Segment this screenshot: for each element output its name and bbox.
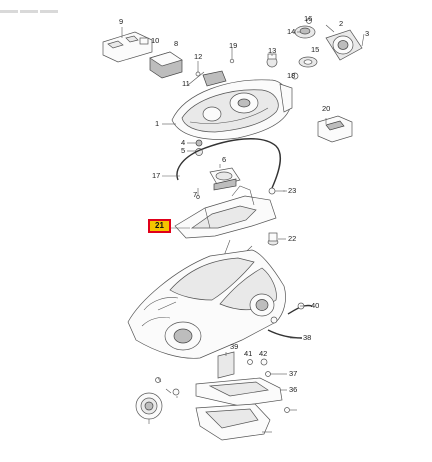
callout-10[interactable]: 10 xyxy=(151,36,160,45)
part-22-grommet xyxy=(267,232,279,246)
part-33-bracket xyxy=(217,351,235,379)
callout-11[interactable]: 11 xyxy=(182,79,190,88)
callout-9[interactable]: 9 xyxy=(119,17,124,26)
callout-16[interactable]: 16 xyxy=(304,14,313,23)
callout-31[interactable]: 37 xyxy=(289,369,298,378)
leader-lines-lower xyxy=(148,305,306,433)
part-17-seal xyxy=(176,138,282,189)
callout-15[interactable]: 15 xyxy=(311,45,320,54)
part-20-kit xyxy=(317,115,353,143)
vehicle-outline xyxy=(127,249,286,359)
tab-strip xyxy=(0,0,60,13)
callout-12[interactable]: 12 xyxy=(194,52,203,61)
callout-8[interactable]: 8 xyxy=(174,39,179,48)
callout-7[interactable]: 7 xyxy=(193,190,198,199)
callout-4[interactable]: 4 xyxy=(181,138,186,147)
callout-22[interactable]: 22 xyxy=(288,234,297,243)
callout-5[interactable]: 5 xyxy=(181,146,186,155)
callout-34[interactable]: 40 xyxy=(311,301,320,310)
callout-14[interactable]: 14 xyxy=(287,27,296,36)
callout-3[interactable]: 3 xyxy=(365,29,370,38)
part-30-fog-assembly xyxy=(195,377,283,407)
callout-1[interactable]: 1 xyxy=(155,119,160,128)
callout-30[interactable]: 36 xyxy=(289,385,298,394)
part-10-clip xyxy=(139,37,149,45)
part-32-harness xyxy=(267,329,303,339)
callout-17[interactable]: 17 xyxy=(152,171,161,180)
part-37-fog-lamp xyxy=(135,392,163,420)
part-41-trim xyxy=(195,403,271,441)
callout-23[interactable]: 23 xyxy=(288,186,297,195)
callout-21-highlighted[interactable]: 21 xyxy=(148,219,171,233)
part-2-cap xyxy=(325,29,363,61)
part-14-actuator xyxy=(294,25,316,39)
callout-36[interactable]: 42 xyxy=(259,349,268,358)
part-11-ballast xyxy=(202,70,227,87)
callout-13[interactable]: 13 xyxy=(268,46,277,55)
part-8-control-unit xyxy=(149,51,183,79)
part-6-bracket xyxy=(209,167,241,191)
callout-33[interactable]: 39 xyxy=(230,342,239,351)
part-9-module xyxy=(102,27,153,63)
callout-6[interactable]: 6 xyxy=(222,155,227,164)
callout-20[interactable]: 20 xyxy=(322,104,331,113)
part-21-mounting-bracket xyxy=(174,185,277,239)
callout-19[interactable]: 19 xyxy=(229,41,238,50)
callout-32[interactable]: 38 xyxy=(303,333,312,342)
part-1-headlight xyxy=(171,79,293,140)
callout-2[interactable]: 2 xyxy=(339,19,344,28)
callout-18[interactable]: 18 xyxy=(287,71,296,80)
callout-35[interactable]: 41 xyxy=(244,349,253,358)
